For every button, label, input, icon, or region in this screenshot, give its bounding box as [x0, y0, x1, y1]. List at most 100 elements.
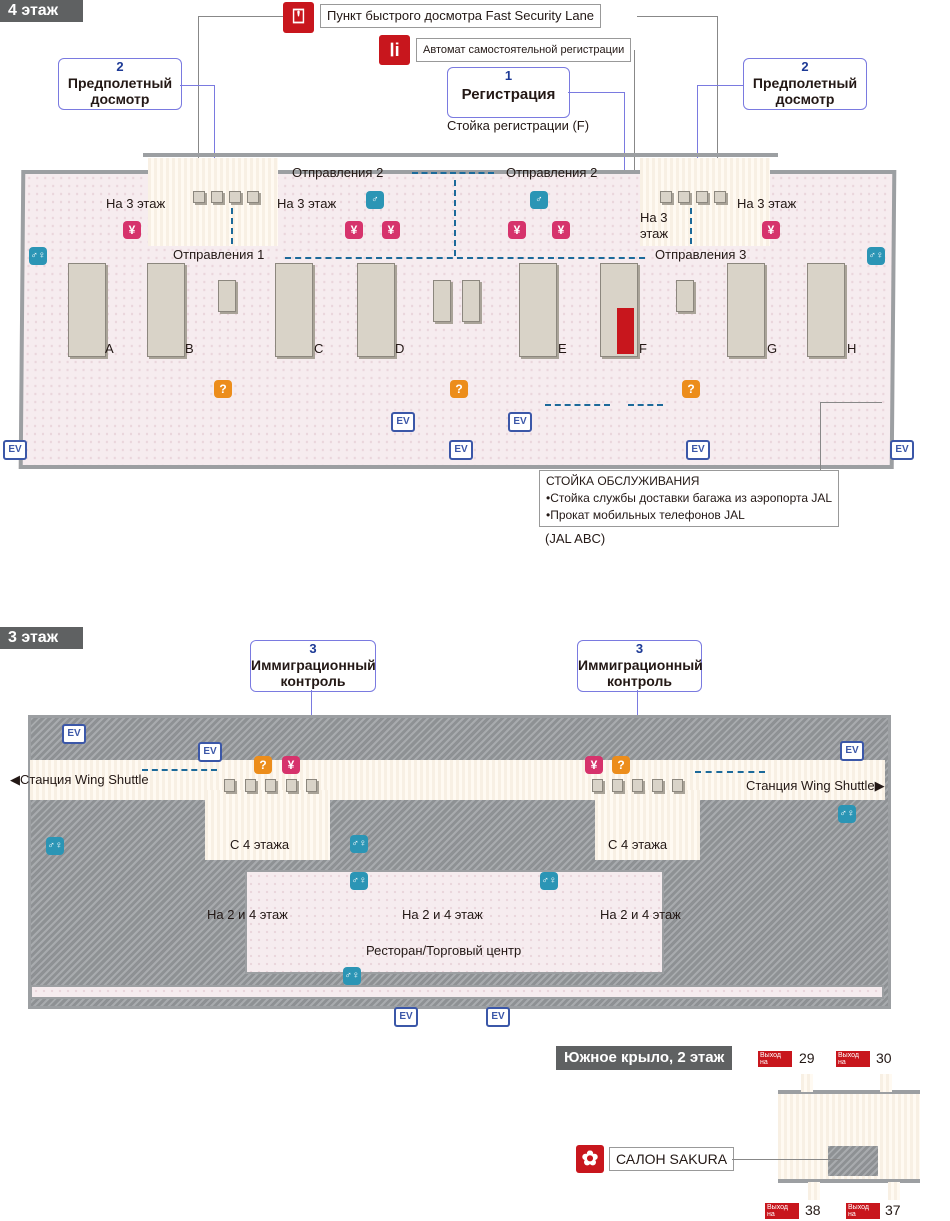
route-arrow — [545, 404, 610, 406]
sakura-lounge-label: САЛОН SAKURA — [609, 1147, 735, 1171]
shuttle-right-text: Станция Wing Shuttle — [746, 778, 875, 793]
kiosk-block — [676, 280, 694, 312]
route-arrow — [142, 769, 217, 771]
toilet-icon: ♂♀ — [46, 837, 64, 855]
currency-exchange-icon: ¥ — [282, 756, 300, 774]
callout-line: Иммиграционный — [251, 657, 376, 673]
immigration-booth — [632, 779, 643, 792]
counter-letter: G — [767, 341, 778, 356]
elevator-icon: EV — [686, 440, 710, 460]
gate-box — [678, 191, 690, 203]
counter-letter: H — [847, 341, 857, 356]
to-3f-label: На 3 этаж — [106, 196, 166, 211]
checkin-callout: 1 Регистрация — [447, 67, 570, 118]
currency-exchange-icon: ¥ — [345, 221, 363, 239]
checkin-counter-a — [68, 263, 106, 357]
route-arrow — [695, 771, 765, 773]
gate-number: 37 — [885, 1202, 901, 1218]
immigration-booth — [592, 779, 603, 792]
callout-number: 3 — [309, 641, 317, 656]
leader-line — [198, 16, 283, 17]
leader-line — [697, 85, 743, 86]
fast-security-icon: ⍞ — [283, 2, 314, 33]
immigration-booth — [672, 779, 683, 792]
information-icon: ? — [254, 756, 272, 774]
gate-box — [660, 191, 672, 203]
kiosk-block — [218, 280, 236, 312]
callout-number: 2 — [801, 59, 809, 74]
immigration-booth — [652, 779, 663, 792]
currency-exchange-icon: ¥ — [585, 756, 603, 774]
elevator-icon: EV — [486, 1007, 510, 1027]
immigration-booth — [306, 779, 317, 792]
leader-line — [180, 85, 215, 86]
gate-corridor — [801, 1074, 813, 1092]
callout-line: контроль — [607, 673, 672, 689]
checkin-counter-e — [519, 263, 557, 357]
immigration-booth — [612, 779, 623, 792]
immigration-booth — [265, 779, 276, 792]
toilet-icon: ♂♀ — [350, 835, 368, 853]
toilet-icon: ♂♀ — [29, 247, 47, 265]
gate-number: 38 — [805, 1202, 821, 1218]
route-arrow — [412, 172, 494, 174]
toilet-icon: ♂ — [530, 191, 548, 209]
callout-line: досмотр — [775, 91, 835, 107]
immigration-zone-left — [205, 790, 330, 860]
kiosk-icon: Ⅰi — [379, 35, 410, 65]
checkin-counter-h — [807, 263, 845, 357]
floor-4-tag: 4 этаж — [0, 0, 83, 22]
shuttle-corridor — [30, 760, 885, 800]
callout-number: 3 — [635, 641, 644, 656]
elevator-icon: EV — [394, 1007, 418, 1027]
elevator-icon: EV — [62, 724, 86, 744]
leader-line — [820, 402, 882, 403]
elevator-icon: EV — [391, 412, 415, 432]
to-3f-label: этаж — [640, 226, 669, 241]
to-2-4f-label: На 2 и 4 этаж — [207, 907, 288, 922]
toilet-icon: ♂ — [366, 191, 384, 209]
checkin-counter-g — [727, 263, 765, 357]
immigration-booth — [245, 779, 256, 792]
elevator-icon: EV — [890, 440, 914, 460]
counter-letter: A — [105, 341, 114, 356]
lower-corridor — [30, 985, 884, 999]
kiosk-block — [433, 280, 451, 322]
route-arrow — [628, 404, 663, 406]
sakura-lounge-area — [828, 1146, 878, 1176]
callout-title: Регистрация — [461, 86, 556, 103]
checkin-counter-b — [147, 263, 185, 357]
gate-number: 30 — [876, 1050, 892, 1066]
leader-line — [214, 85, 215, 195]
callout-line: досмотр — [90, 91, 150, 107]
elevator-icon: EV — [449, 440, 473, 460]
callout-line: Предполетный — [67, 75, 173, 91]
kiosk-block — [462, 280, 480, 322]
leader-line — [198, 16, 199, 238]
information-icon: ? — [682, 380, 700, 398]
gate-label: Выход на посадку — [765, 1203, 799, 1219]
leader-line — [717, 16, 718, 238]
gate-number: 29 — [799, 1050, 815, 1066]
immigration-left-callout: 3 Иммиграционный контроль — [250, 640, 376, 692]
elevator-icon: EV — [508, 412, 532, 432]
immigration-zone-right — [595, 790, 700, 860]
to-3f-label: На 3 этаж — [737, 196, 797, 211]
shuttle-left-text: Станция Wing Shuttle — [20, 772, 149, 787]
gate-box — [714, 191, 726, 203]
route-arrow — [454, 180, 456, 256]
to-3f-label: На 3 этаж — [277, 196, 337, 211]
route-arrow — [285, 257, 645, 259]
gate-corridor — [808, 1182, 820, 1200]
security-right-callout: 2 Предполетный досмотр — [743, 58, 867, 110]
callout-number: 2 — [116, 59, 124, 74]
fast-security-label: Пункт быстрого досмотра Fast Security La… — [320, 4, 602, 28]
route-arrow — [690, 208, 692, 244]
shuttle-left-label: ◀Станция Wing Shuttle — [10, 772, 149, 787]
departures-label: Отправления 3 — [655, 247, 747, 262]
gate-box — [229, 191, 241, 203]
counter-letter: B — [185, 341, 194, 356]
gate-box — [247, 191, 259, 203]
toilet-icon: ♂♀ — [350, 872, 368, 890]
